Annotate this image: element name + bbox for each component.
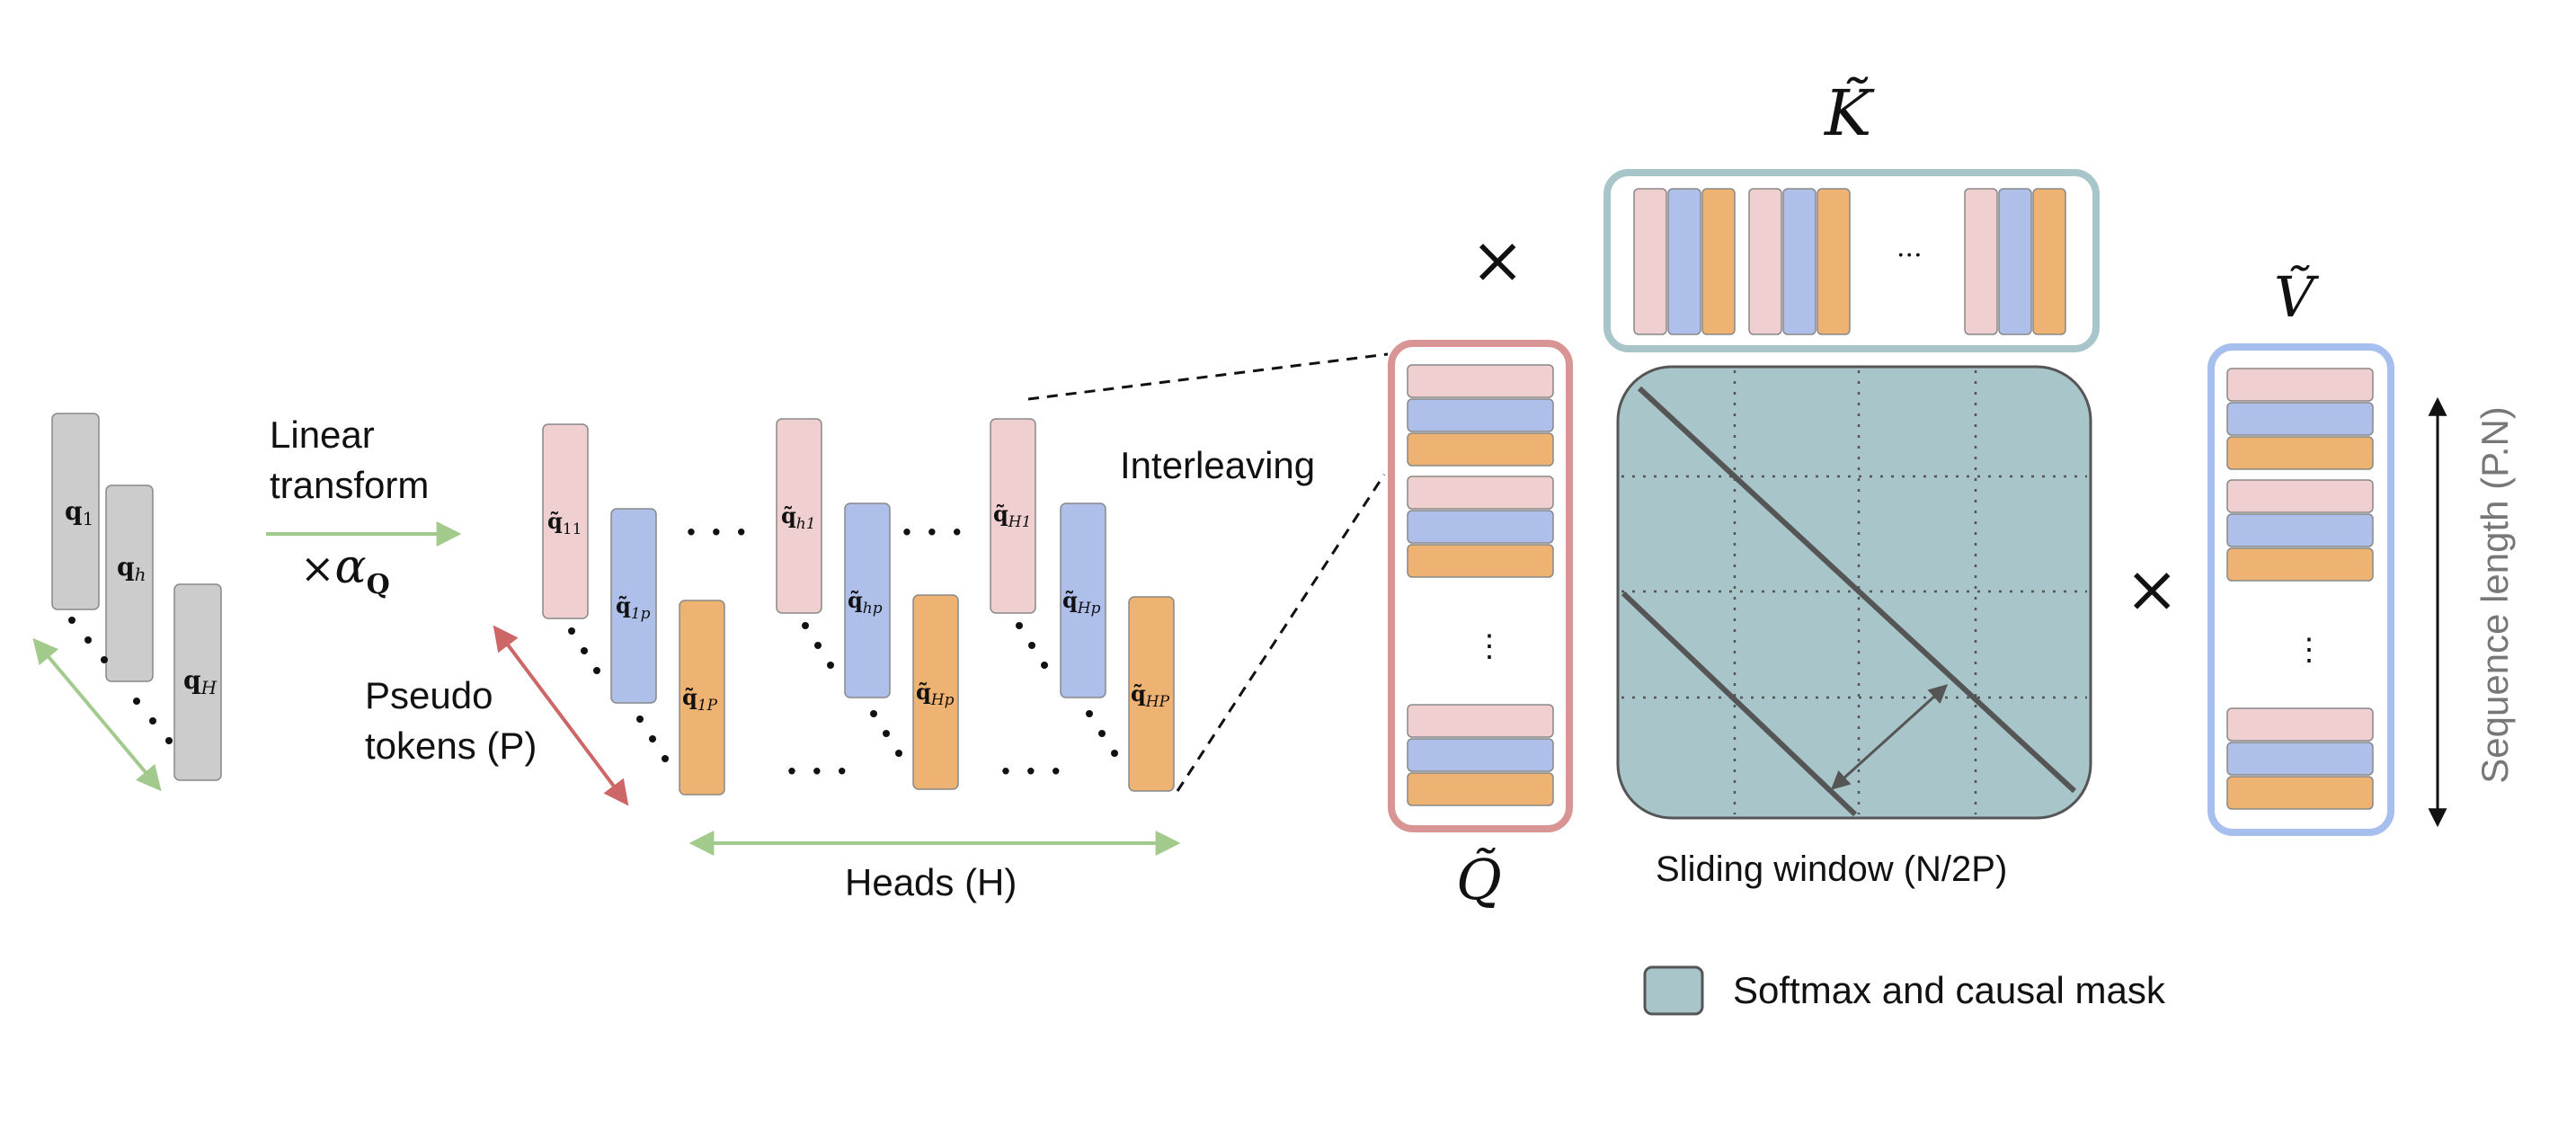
query-head-H-label: qH	[183, 665, 218, 698]
interleaving-label: Interleaving	[1120, 444, 1315, 486]
window-width-arrow	[1830, 684, 1949, 790]
k-tilde-col	[2032, 188, 2066, 335]
v-tilde-row	[2226, 513, 2374, 547]
v-tilde-row	[2226, 368, 2374, 402]
legend-label: Softmax and causal mask	[1733, 969, 2166, 1011]
query-head-1-label: q1	[65, 496, 93, 529]
legend-swatch	[1643, 965, 1704, 1016]
pseudo-query-blocks: q̃11 q̃1p q̃1P q̃h1 q̃hp q̃Hp q̃H1 q̃Hp …	[542, 418, 1175, 796]
q-tilde-row	[1407, 772, 1554, 806]
window-upper-edge	[1637, 386, 2077, 794]
pseudo-tokens-line2: tokens (P)	[365, 725, 537, 767]
pseudo-query-label: q̃1P	[682, 684, 718, 715]
q-tilde-row	[1407, 738, 1554, 772]
query-heads-arrow	[32, 637, 162, 792]
q-tilde-row	[1407, 704, 1554, 738]
pseudo-query-label: q̃HP	[1131, 680, 1170, 711]
pseudo-query-dots	[568, 622, 1118, 762]
k-tilde-col	[1701, 188, 1736, 335]
q-tilde-row	[1407, 432, 1554, 467]
linear-transform-scale: ×αQ	[300, 540, 390, 600]
q-tilde-ellipsis: ⋮	[1474, 628, 1505, 664]
pseudo-tokens-line1: Pseudo	[365, 674, 493, 716]
k-tilde-col	[1964, 188, 1998, 335]
linear-transform-line2: transform	[270, 464, 429, 506]
q-tilde-label: Q̃	[1456, 847, 1502, 912]
window-lower-edge	[1621, 591, 1858, 817]
v-tilde-label: Ṽ	[2274, 264, 2320, 330]
k-tilde-col	[1782, 188, 1817, 335]
ellipsis: · · ·	[999, 751, 1062, 793]
ellipsis: · · ·	[786, 751, 848, 793]
multiply-symbol: ×	[1470, 222, 1524, 298]
q-tilde-row	[1407, 510, 1554, 544]
k-tilde-row: K̃ ···	[1603, 76, 2100, 352]
query-heads-group: q1 qh qH	[32, 413, 222, 792]
pseudo-query-block	[1128, 596, 1175, 792]
matrix-grid	[1621, 370, 2087, 814]
query-head-h-label: qh	[117, 552, 146, 585]
heads-label: Heads (H)	[845, 861, 1017, 903]
k-tilde-ellipsis: ···	[1896, 240, 1923, 271]
pseudo-query-block	[610, 508, 657, 704]
linear-transform-line1: Linear	[270, 413, 375, 456]
pseudo-query-label: q̃1p	[616, 592, 651, 623]
k-tilde-col	[1998, 188, 2032, 335]
linear-transform-group: Linear transform ×αQ	[266, 413, 462, 600]
pseudo-query-label: q̃H1	[993, 501, 1031, 531]
v-tilde-row	[2226, 402, 2374, 436]
pseudo-query-label: q̃Hp	[916, 679, 955, 709]
pseudo-query-block	[844, 502, 891, 698]
k-tilde-col	[1817, 188, 1851, 335]
pseudo-query-block	[542, 423, 589, 619]
k-tilde-label: K̃	[1823, 76, 1875, 150]
pseudo-query-block	[776, 418, 822, 614]
pseudo-query-label: q̃h1	[781, 502, 816, 533]
q-tilde-column: × ⋮ Q̃	[1388, 222, 1573, 912]
pseudo-query-block	[679, 600, 725, 796]
k-tilde-col	[1667, 188, 1701, 335]
v-tilde-row	[2226, 436, 2374, 470]
attention-matrix	[1616, 365, 2092, 820]
legend: Softmax and causal mask	[1643, 965, 2166, 1016]
query-head-H	[173, 583, 222, 781]
pseudo-tokens-arrow	[493, 625, 629, 806]
pseudo-query-label: q̃hp	[848, 587, 883, 618]
q-tilde-row	[1407, 476, 1554, 510]
v-tilde-row	[2226, 479, 2374, 513]
k-tilde-col	[1748, 188, 1782, 335]
sliding-window-label: Sliding window (N/2P)	[1656, 849, 2007, 889]
pseudo-query-label: q̃11	[547, 508, 582, 538]
v-tilde-row	[2226, 707, 2374, 742]
v-tilde-row	[2226, 742, 2374, 776]
v-tilde-ellipsis: ⋮	[2294, 632, 2324, 668]
v-tilde-row	[2226, 547, 2374, 582]
query-head-1	[51, 413, 100, 610]
v-tilde-row	[2226, 776, 2374, 810]
ellipsis: · · ·	[685, 511, 748, 554]
multiply-symbol-v: ×	[2125, 551, 2179, 627]
pseudo-query-block	[990, 418, 1036, 614]
zoom-line-top	[1027, 352, 1389, 401]
pseudo-query-block	[912, 594, 959, 790]
pseudo-tokens-group: Pseudo tokens (P)	[365, 625, 629, 806]
q-tilde-row	[1407, 544, 1554, 578]
pseudo-query-block	[1060, 502, 1106, 698]
pseudo-query-label: q̃Hp	[1062, 587, 1101, 618]
k-tilde-col	[1633, 188, 1667, 335]
sequence-length-label: Sequence length (P.N)	[2474, 406, 2516, 784]
v-tilde-column: Ṽ ⋮	[2207, 264, 2394, 836]
zoom-line-bottom	[1176, 474, 1386, 792]
q-tilde-row	[1407, 364, 1554, 398]
ellipsis: · · ·	[901, 511, 964, 554]
q-tilde-row	[1407, 398, 1554, 432]
